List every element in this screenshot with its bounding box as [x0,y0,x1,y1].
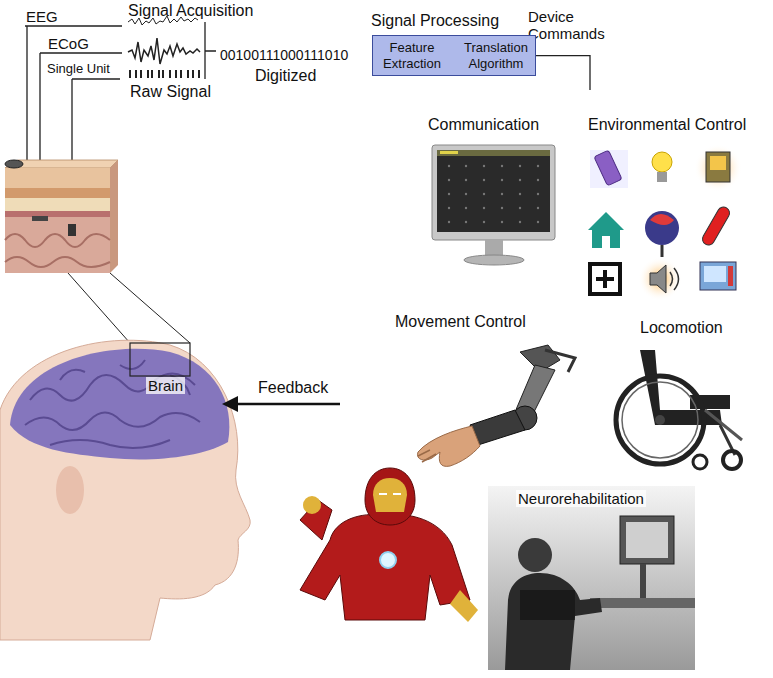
signal-label: Digitized [255,67,316,85]
armored-figure [300,468,478,622]
zoom-lines [68,273,190,343]
feedback-arrow [222,396,340,412]
box-text: Translation Algorithm [463,40,529,71]
monitor-illustration [432,145,555,265]
stage-label: Device Commands [528,8,628,43]
electrode-label: EEG [26,8,58,25]
wheelchair [616,350,742,469]
application-label: Environmental Control [588,116,746,134]
brain-label: Brain [146,377,185,394]
prosthetic-arm [417,345,575,466]
head-illustration [0,340,250,640]
command-line [536,56,590,90]
application-label: Communication [428,116,539,134]
processing-box: Signal ProcessingFeature ExtractionTrans… [372,35,536,76]
signal-label: Raw Signal [130,83,211,101]
application-label: Neurorehabilitation [516,490,646,507]
box-text: Feature Extraction [379,40,445,71]
application-label: Locomotion [640,319,723,337]
feedback-label: Feedback [258,379,328,397]
binary-label: 00100111000111010 [220,47,348,63]
electrode-label: Single Unit [47,62,110,77]
stage-label: Signal Acquisition [128,2,253,20]
environment-icons [588,144,742,301]
rehab-photo [488,486,695,670]
box-heading: Signal Processing [371,11,499,30]
application-label: Movement Control [395,313,526,331]
raw-signal [128,16,216,79]
cortex-block [5,160,118,273]
electrode-label: ECoG [48,35,89,52]
